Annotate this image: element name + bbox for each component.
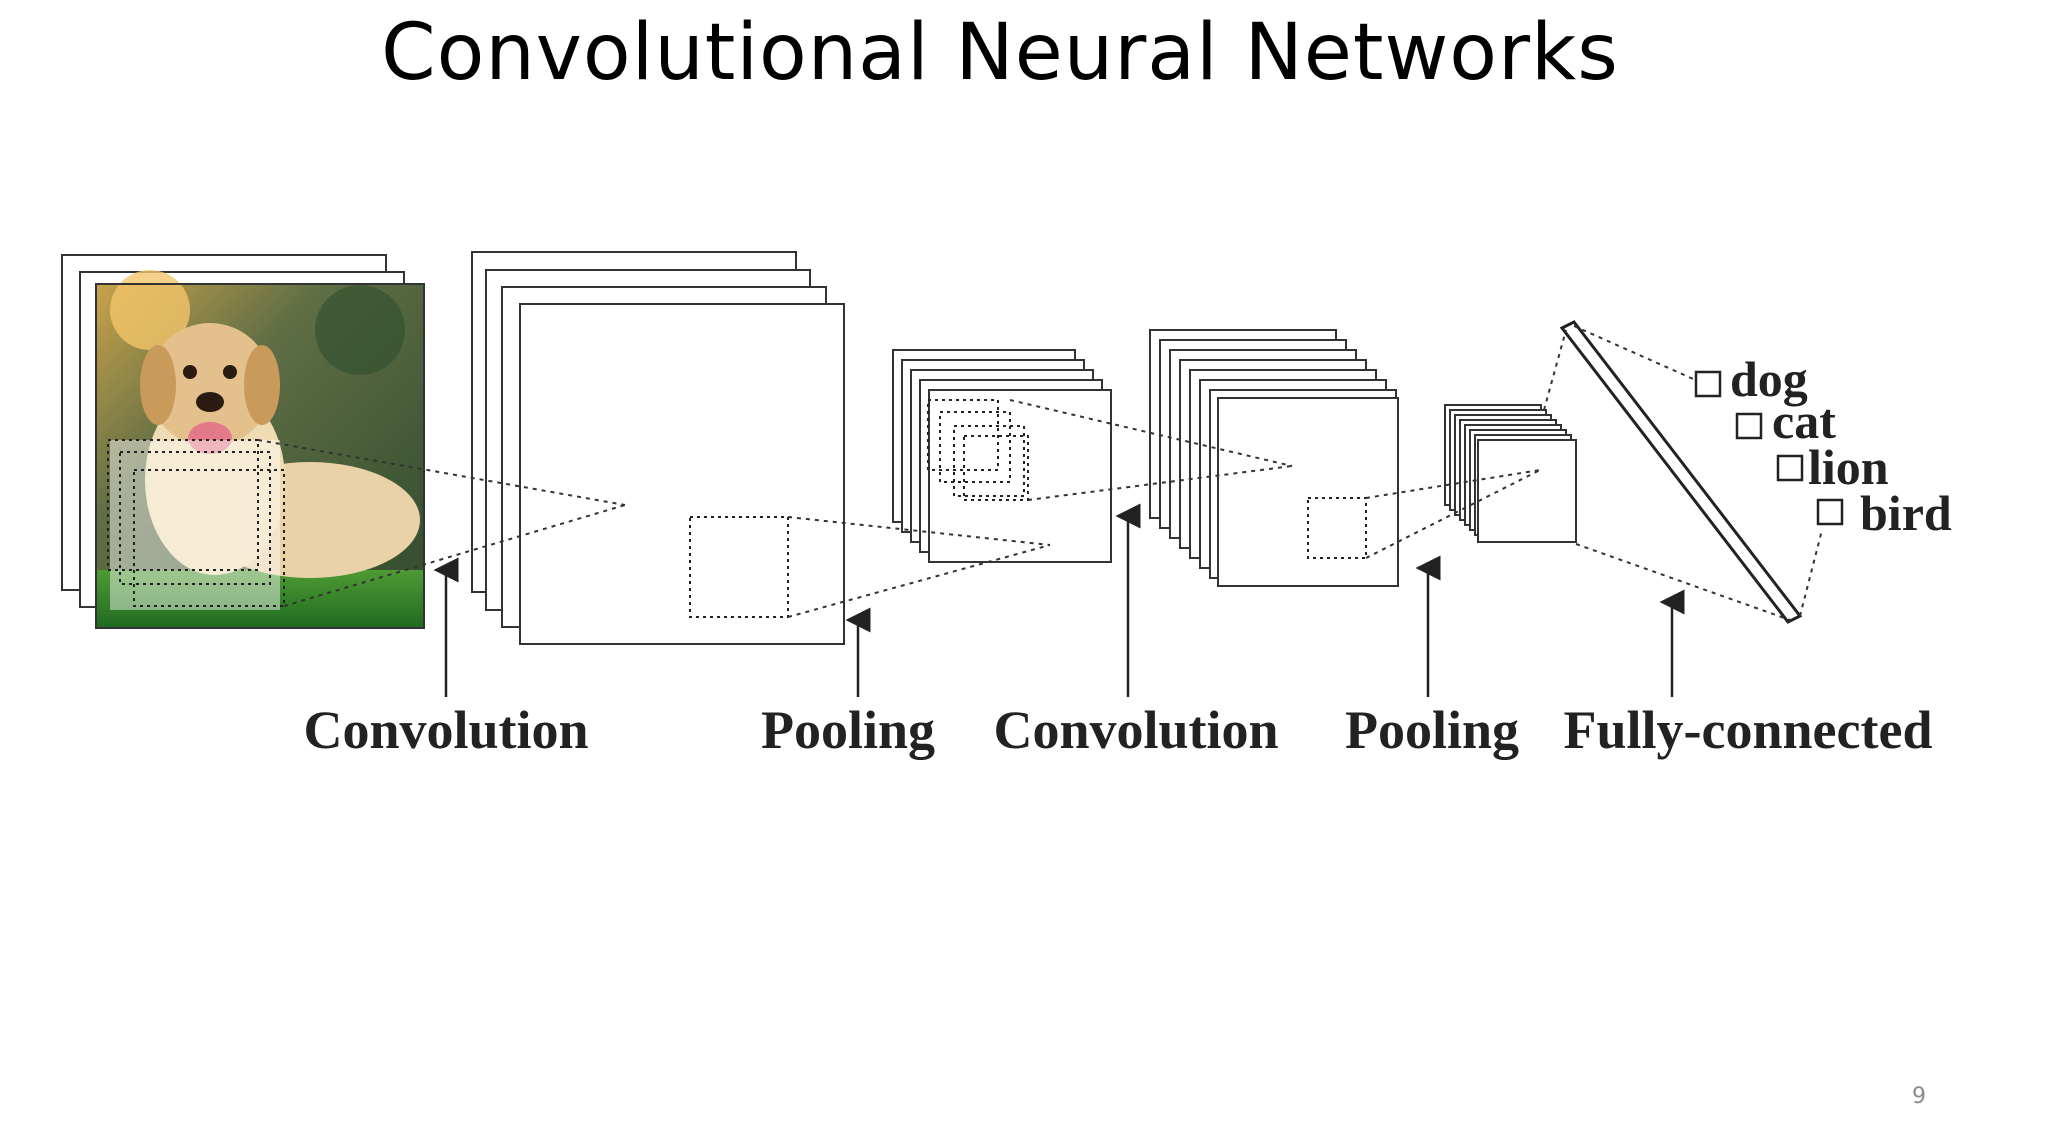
stage-label-convolution-1: Convolution xyxy=(303,700,588,760)
stage-label-pooling-1: Pooling xyxy=(761,700,935,760)
stage-label-pooling-2: Pooling xyxy=(1345,700,1519,760)
output-classes: dog cat lion bird xyxy=(1696,351,1952,541)
checkbox-icon xyxy=(1696,372,1720,396)
stage-label-fully-connected: Fully-connected xyxy=(1564,700,1933,760)
conv2-feature-maps xyxy=(1150,330,1398,586)
page-number: 9 xyxy=(1912,1084,1926,1109)
class-label-bird: bird xyxy=(1860,485,1952,541)
checkbox-icon xyxy=(1737,414,1761,438)
pool2-feature-maps xyxy=(1445,405,1576,542)
stage-label-convolution-2: Convolution xyxy=(993,700,1278,760)
input-dog-image xyxy=(96,270,424,628)
conv1-feature-maps xyxy=(472,252,844,644)
input-stack xyxy=(62,255,424,628)
stage-labels: Convolution Pooling Convolution Pooling … xyxy=(303,700,1932,760)
checkbox-icon xyxy=(1778,456,1802,480)
checkbox-icon xyxy=(1818,500,1842,524)
pool1-feature-maps xyxy=(893,350,1111,562)
